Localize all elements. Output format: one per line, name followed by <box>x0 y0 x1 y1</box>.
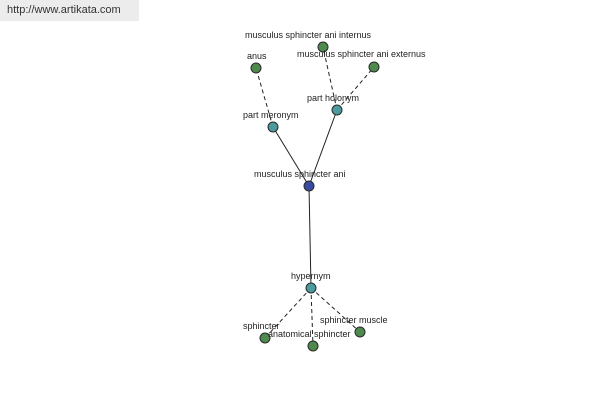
sphincter-muscle-node[interactable] <box>354 326 366 338</box>
anatomical-sphincter-node[interactable] <box>307 340 319 352</box>
center-word-node[interactable] <box>303 180 315 192</box>
center-word-label[interactable]: musculus sphincter ani <box>254 169 346 179</box>
sphincter-node[interactable] <box>259 332 271 344</box>
hypernym-label[interactable]: hypernym <box>291 271 331 281</box>
sphincter-label[interactable]: sphincter <box>243 321 280 331</box>
edge-part-holonym-to-musculus-sphincter-ani-internus <box>322 46 338 111</box>
part-meronym-label[interactable]: part meronym <box>243 110 299 120</box>
edge-center-to-part-meronym <box>272 126 310 187</box>
anus-node[interactable] <box>250 62 262 74</box>
musculus-sphincter-ani-externus-node[interactable] <box>368 61 380 73</box>
musculus-sphincter-ani-internus-label[interactable]: musculus sphincter ani internus <box>245 30 372 40</box>
sphincter-muscle-label[interactable]: sphincter muscle <box>320 315 388 325</box>
anatomical-sphincter-label[interactable]: anatomical sphincter <box>268 329 351 339</box>
musculus-sphincter-ani-externus-label[interactable]: musculus sphincter ani externus <box>297 49 426 59</box>
part-holonym-label[interactable]: part holonym <box>307 93 359 103</box>
musculus-sphincter-ani-internus-node[interactable] <box>317 41 329 53</box>
anus-label[interactable]: anus <box>247 51 267 61</box>
edge-center-to-part-holonym <box>308 109 338 187</box>
edge-hypernym-to-sphincter-muscle <box>310 287 361 333</box>
part-meronym-node[interactable] <box>267 121 279 133</box>
hypernym-node[interactable] <box>305 282 317 294</box>
part-holonym-node[interactable] <box>331 104 343 116</box>
edge-hypernym-to-sphincter <box>264 287 312 339</box>
site-url-link[interactable]: http://www.artikata.com <box>0 0 139 21</box>
edge-part-holonym-to-musculus-sphincter-ani-externus <box>336 66 375 111</box>
edge-hypernym-to-anatomical-sphincter <box>310 287 314 347</box>
edge-part-meronym-to-anus <box>255 67 274 128</box>
edge-center-to-hypernym <box>308 185 312 289</box>
